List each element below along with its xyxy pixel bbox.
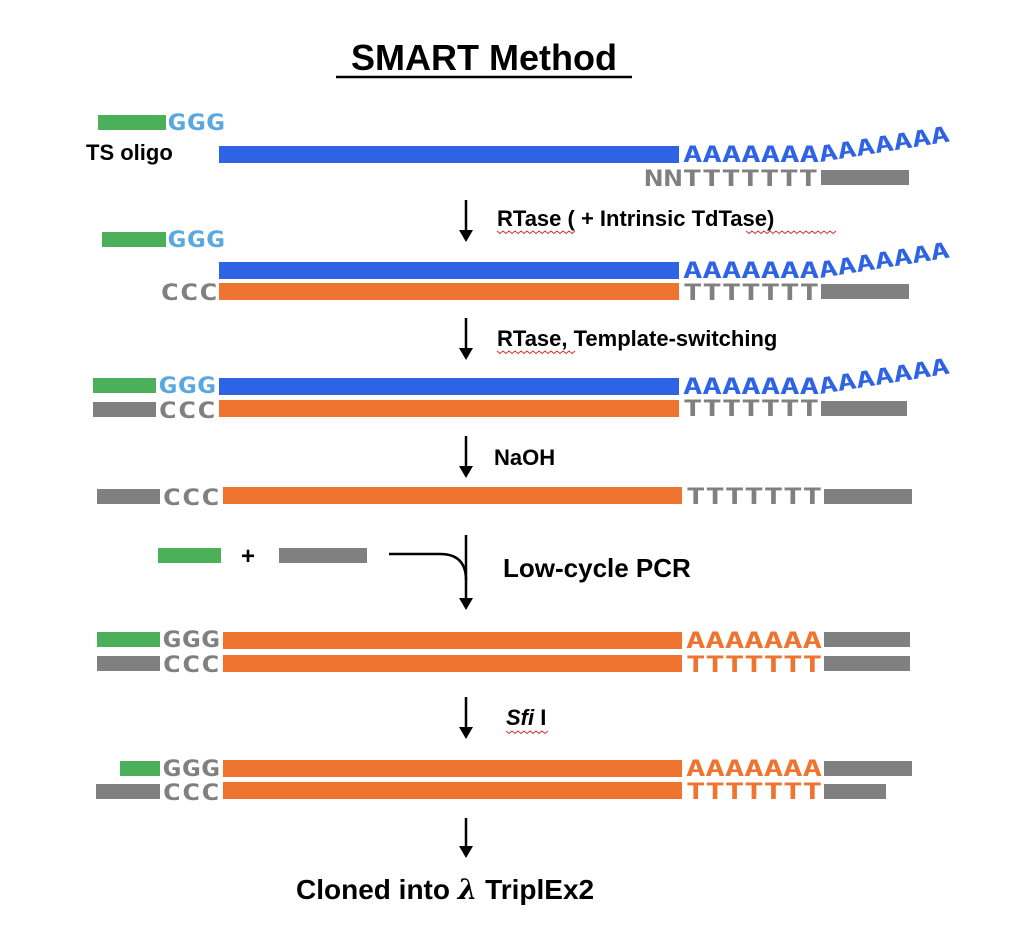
sfi-suffix: I [534, 705, 546, 730]
spellcheck-rtase-1 [496, 230, 576, 235]
ggg-sequence: GGG [162, 757, 220, 782]
poly-a-sequence: AAAAAAA [683, 143, 819, 168]
poly-t-sequence: TTTTTTT [683, 397, 819, 422]
ccc-sequence: CCC [160, 281, 218, 306]
oligo-dt-adapter [824, 489, 912, 504]
oligo-dt-sequence: NNTTTTTTT [644, 167, 818, 192]
ts-oligo-primer [93, 378, 156, 393]
step-1-label: RTase ( + Intrinsic TdTase) [497, 206, 774, 231]
arrow-step-3 [459, 436, 473, 478]
oligo-dt-adapter [821, 284, 909, 299]
poly-t-sequence: TTTTTTT [686, 485, 822, 510]
arrow-step-6 [459, 818, 473, 858]
final-label: Cloned into λ TriplEx2 [296, 873, 594, 906]
poly-a-sequence: AAAAAAA [683, 375, 819, 400]
ts-adapter-complement [93, 402, 156, 417]
cloned-into-text: Cloned into [296, 874, 458, 905]
adapter-top [824, 761, 912, 776]
adapter-top [824, 632, 910, 647]
ggg-sequence: GGG [167, 111, 225, 136]
ts-oligo-primer [98, 115, 166, 130]
cdna-strand [223, 487, 682, 504]
ts-oligo-label: TS oligo [86, 140, 173, 165]
ts-adapter-complement [97, 489, 160, 504]
poly-t-sequence: TTTTTTT [686, 653, 822, 678]
step-5-label: Sfi I [506, 705, 546, 730]
ts-oligo-primer-cut [120, 761, 160, 776]
ggg-sequence: GGG [162, 628, 220, 653]
diagram-title: SMART Method [351, 37, 617, 78]
ts-adapter-complement [97, 656, 160, 671]
row-5-ds-cdna: GGG AAAAAAA CCC TTTTTTT [97, 628, 910, 678]
ggg-sequence: GGG [167, 228, 225, 253]
step-3-label: NaOH [494, 445, 555, 470]
cdna-strand [219, 400, 679, 417]
row-4-after-naoh: CCC TTTTTTT [97, 485, 912, 511]
ts-oligo-primer [97, 632, 160, 647]
ts-adapter-complement [96, 784, 160, 799]
adapter-bottom-cut [824, 784, 886, 799]
oligo-dt-adapter [821, 170, 909, 185]
plus-sign: + [241, 543, 255, 570]
antisense-strand [223, 782, 682, 799]
poly-t-sequence: TTTTTTT [686, 780, 822, 805]
adapter-bottom [824, 656, 910, 671]
poly-a-tail: AAAAAAA [817, 239, 951, 284]
arrow-step-4-merge [389, 535, 473, 610]
ts-oligo-primer [102, 232, 166, 247]
spellcheck-tdtase [745, 230, 837, 235]
pcr-primers: + [158, 543, 367, 570]
sense-strand [223, 760, 682, 777]
spellcheck-rtase-2 [496, 350, 576, 355]
reverse-primer [279, 548, 367, 563]
ccc-sequence: CCC [162, 486, 220, 511]
sense-strand [223, 632, 682, 649]
row-1-initial: GGG TS oligo AAAAAAA AAAAAAA NNTTTTTTT [86, 111, 951, 192]
step-2-label: RTase, Template-switching [497, 326, 777, 351]
mrna-strand [219, 262, 679, 279]
row-3-template-switched: GGG AAAAAAA AAAAAAA CCC TTTTTTT [93, 355, 951, 424]
antisense-strand [223, 655, 682, 672]
row-2-first-strand: GGG AAAAAAA AAAAAAA CCC TTTTTTT [102, 228, 951, 306]
vector-name: TriplEx2 [477, 874, 594, 905]
mrna-strand [219, 146, 679, 163]
spellcheck-sfi [505, 730, 549, 735]
ggg-sequence: GGG [158, 374, 216, 399]
arrow-step-2 [459, 318, 473, 360]
lambda-symbol: λ [457, 873, 478, 906]
cdna-strand [219, 283, 679, 300]
poly-a-tail: AAAAAAA [817, 355, 951, 400]
ccc-sequence: CCC [162, 781, 220, 806]
ccc-sequence: CCC [162, 653, 220, 678]
oligo-dt-adapter [821, 401, 907, 416]
poly-a-tail: AAAAAAA [817, 123, 951, 168]
step-4-label: Low-cycle PCR [503, 553, 691, 583]
poly-t-sequence: TTTTTTT [683, 281, 819, 306]
poly-a-sequence: AAAAAAA [686, 629, 822, 654]
arrow-step-5 [459, 697, 473, 739]
arrow-step-1 [459, 200, 473, 242]
poly-a-sequence: AAAAAAA [686, 757, 822, 782]
mrna-strand [219, 378, 679, 395]
ccc-sequence: CCC [158, 399, 216, 424]
poly-a-sequence: AAAAAAA [683, 259, 819, 284]
row-6-sfi-digested: GGG AAAAAAA CCC TTTTTTT [96, 757, 912, 806]
sfi-italic: Sfi [506, 705, 535, 730]
forward-primer [158, 548, 221, 563]
